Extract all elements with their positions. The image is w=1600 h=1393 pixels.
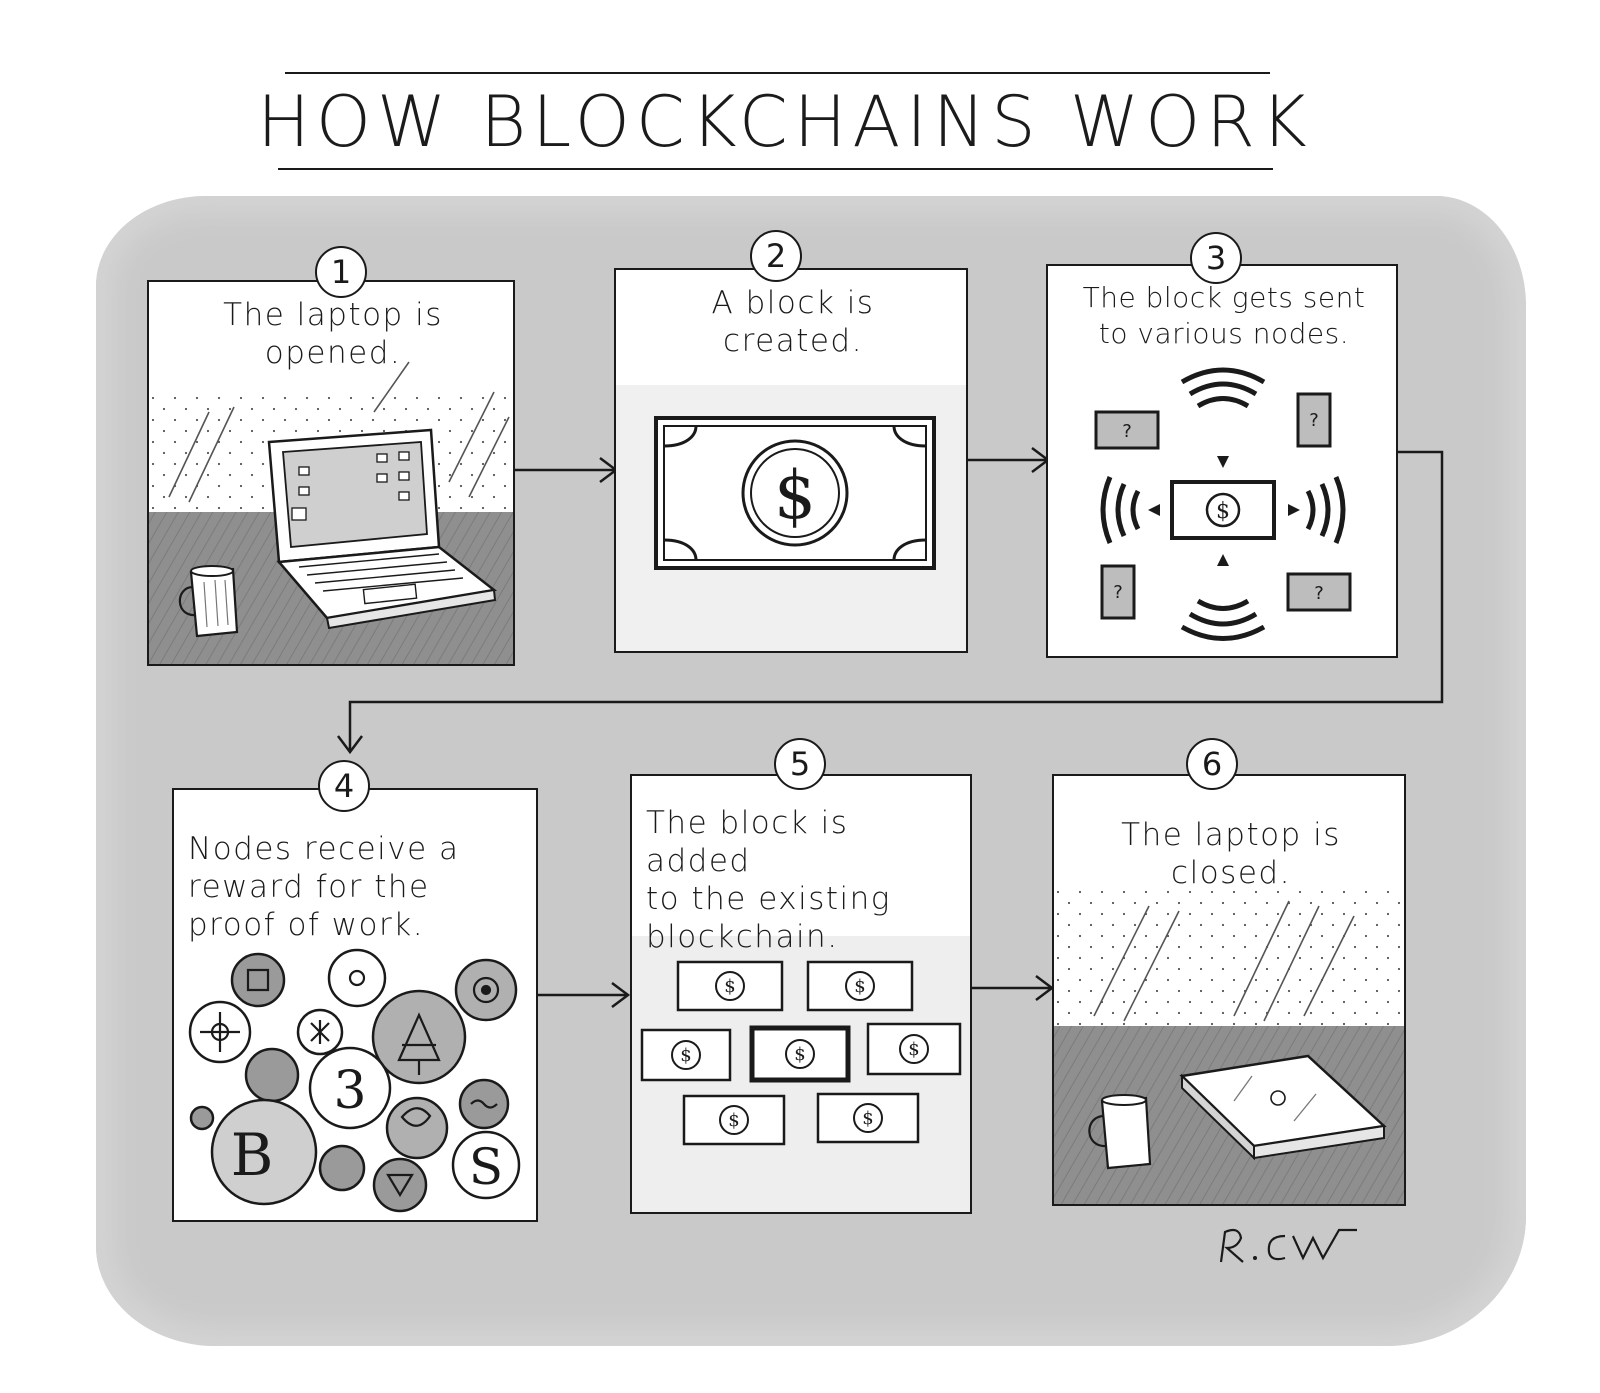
- mug-icon: [178, 565, 239, 638]
- step-3-caption: The block gets sent to various nodes.: [1082, 281, 1366, 350]
- panel-step-3: $ ? ? ? ? The block gets sent to various…: [1046, 264, 1398, 658]
- step-5-number-badge: 5: [774, 738, 826, 790]
- page-title: HOW BLOCKCHAINS WORK: [257, 81, 1313, 163]
- center-dollar-bill-icon: $: [1170, 480, 1276, 540]
- panel-step-2: $ A block is created.: [614, 268, 968, 653]
- svg-text:$: $: [774, 457, 816, 534]
- nodes-broadcast-illustration: $ ? ? ? ?: [1094, 367, 1352, 641]
- step-6-number-badge: 6: [1186, 738, 1238, 790]
- signal-waves: [1100, 367, 1346, 641]
- node-bottom-right: [1286, 572, 1352, 612]
- panel-step-4: B 3 S Nodes receive a reward for the pro…: [172, 788, 538, 1222]
- window-glare-lines: [1093, 900, 1355, 1022]
- window-glare-lines: [168, 361, 510, 503]
- coin-symbol-3: 3: [333, 1061, 366, 1121]
- chain-bills: [640, 960, 962, 1146]
- reward-coins-illustration: B 3 S: [188, 948, 521, 1213]
- step-6-caption: The laptop is closed.: [1121, 817, 1341, 891]
- svg-text:$: $: [724, 976, 735, 997]
- node-question-mark: ?: [1122, 421, 1132, 442]
- mug-icon: [1088, 1094, 1152, 1170]
- step-1-caption: The laptop is opened.: [223, 297, 443, 371]
- step-2-number-badge: 2: [750, 230, 802, 282]
- node-question-mark: ?: [1314, 583, 1324, 604]
- node-bottom-left: [1100, 564, 1136, 620]
- panel-step-1: The laptop is opened.: [147, 280, 515, 666]
- blockchain-bills-illustration: $ $ $ $ $ $ $: [632, 936, 970, 1212]
- svg-text:$: $: [854, 976, 865, 997]
- panel-step-5: $ $ $ $ $ $ $ The block is added to the exis…: [630, 774, 972, 1214]
- title-top-rule: [285, 72, 1270, 74]
- svg-text:$: $: [680, 1045, 691, 1066]
- node-question-mark: ?: [1309, 410, 1319, 431]
- coin-symbol-s: S: [469, 1138, 503, 1196]
- coin-symbol-b: B: [231, 1121, 274, 1189]
- step-4-caption: Nodes receive a reward for the proof of …: [188, 831, 460, 943]
- dollar-bill-illustration: $: [616, 385, 966, 651]
- artist-signature: [1219, 1228, 1357, 1263]
- dollar-bill-icon: $: [654, 416, 936, 570]
- step-1-number-badge: 1: [315, 246, 367, 298]
- svg-text:$: $: [1216, 499, 1230, 524]
- step-2-caption: A block is created.: [711, 285, 875, 359]
- svg-text:$: $: [862, 1108, 873, 1129]
- laptop-icon: [267, 428, 498, 630]
- step-3-number-badge: 3: [1190, 232, 1242, 284]
- closed-laptop-icon: [1179, 1054, 1387, 1161]
- node-question-mark: ?: [1113, 582, 1123, 603]
- coin-cluster: [188, 948, 521, 1213]
- node-top-right: [1296, 392, 1332, 448]
- title-bottom-rule: [278, 168, 1273, 170]
- coin-glyphs: [200, 968, 500, 1198]
- svg-text:$: $: [908, 1039, 919, 1060]
- step-4-number-badge: 4: [318, 760, 370, 812]
- svg-text:$: $: [728, 1110, 739, 1131]
- svg-text:$: $: [794, 1044, 805, 1065]
- node-top-left: [1094, 410, 1160, 450]
- panel-step-6: The laptop is closed.: [1052, 774, 1406, 1206]
- laptop-open-illustration: [149, 361, 513, 664]
- laptop-closed-illustration: [1054, 886, 1404, 1204]
- step-5-caption: The block is added to the existing block…: [646, 805, 891, 955]
